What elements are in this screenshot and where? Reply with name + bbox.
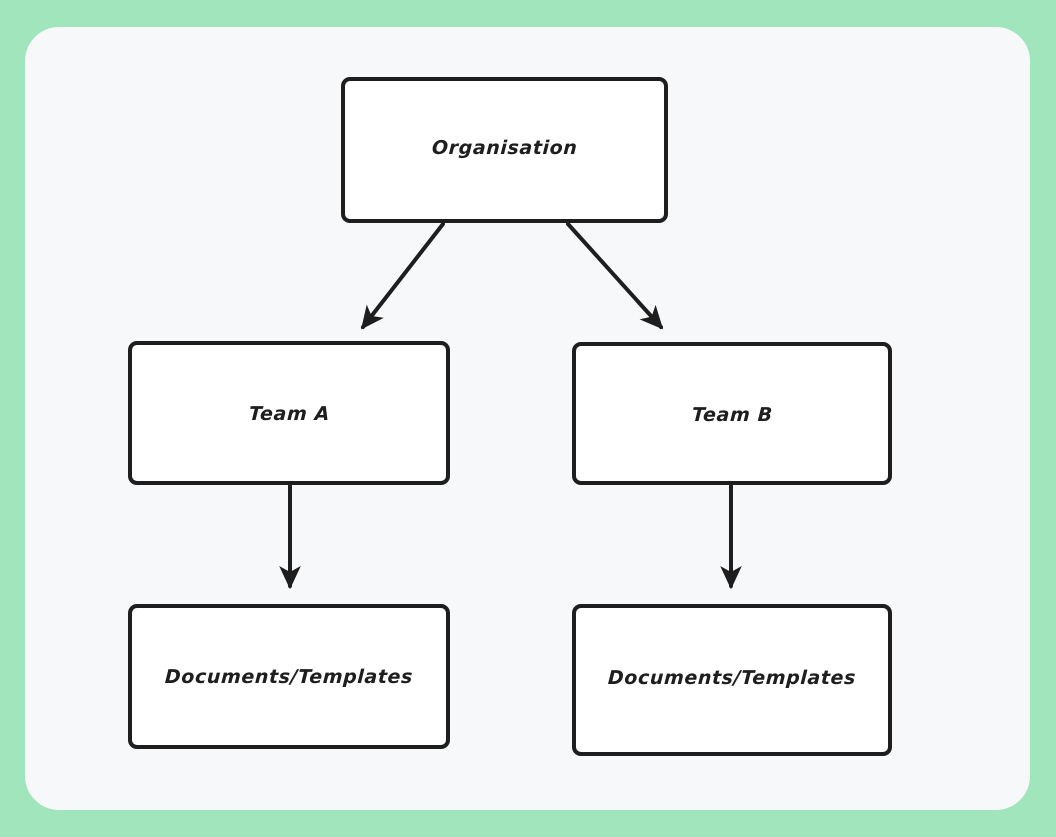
node-organisation[interactable]: Organisation <box>341 77 668 223</box>
node-team-b-label: Team B <box>691 403 773 426</box>
node-team-a[interactable]: Team A <box>128 341 450 485</box>
node-documents-templates-a[interactable]: Documents/Templates <box>128 604 450 749</box>
node-organisation-label: Organisation <box>431 137 578 159</box>
node-team-b[interactable]: Team B <box>572 342 892 485</box>
node-documents-templates-b[interactable]: Documents/Templates <box>572 604 892 756</box>
node-team-a-label: Team A <box>247 403 331 425</box>
node-documents-templates-b-label: Documents/Templates <box>607 666 857 689</box>
node-documents-templates-a-label: Documents/Templates <box>164 666 414 688</box>
